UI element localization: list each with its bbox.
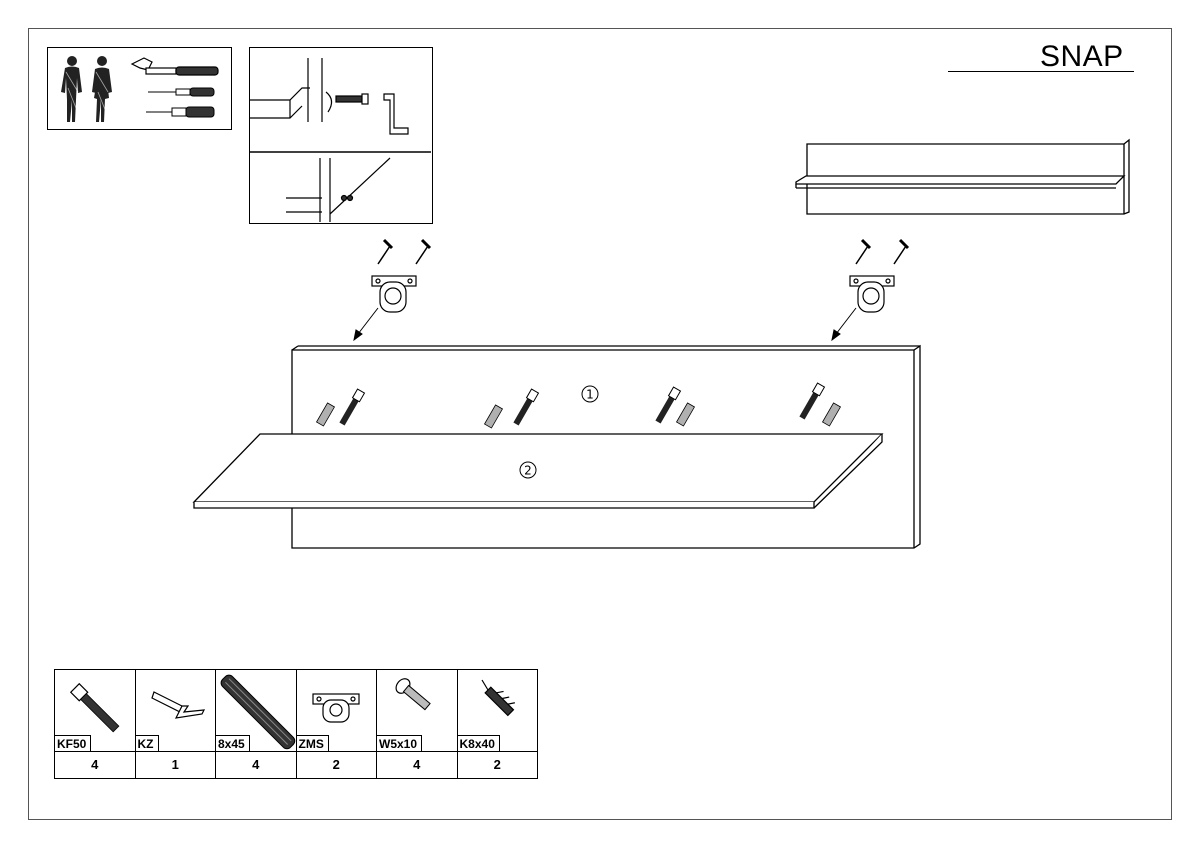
wood-screw-icon: [395, 678, 431, 711]
hanging-bracket-icon: [849, 275, 895, 313]
part-cell-w5x10: W5x10: [376, 669, 458, 752]
people-tools-icon: [61, 56, 219, 122]
part-qty: 4: [54, 750, 136, 780]
part-qty: 2: [456, 750, 538, 780]
joint-detail: [286, 157, 391, 222]
part-qty: 4: [215, 750, 297, 780]
part-code: K8x40: [457, 734, 500, 751]
part-cell-k8x40: K8x40: [456, 669, 538, 752]
part-cell-dowel: 8x45: [215, 669, 297, 752]
confirmat-screw-icon: [339, 388, 366, 426]
part-code: ZMS: [296, 734, 329, 751]
parts-quantity-row: 4 1 4 2 4 2: [54, 750, 538, 780]
wooden-dowel-icon: [220, 674, 296, 750]
part-code: W5x10: [377, 734, 423, 751]
wall-plug-icon: [480, 679, 515, 717]
confirmat-screw-icon: [69, 682, 120, 733]
hex-key-icon: [150, 691, 205, 719]
hanging-bracket-icon: [371, 275, 417, 313]
part-code: KZ: [135, 734, 159, 751]
svg-text:2: 2: [524, 464, 532, 478]
page-frame: [28, 28, 1172, 820]
left-bracket-group: [353, 238, 432, 342]
confirmat-screw-icon: [799, 382, 826, 420]
part-code: 8x45: [216, 734, 250, 751]
part-cell-zms: ZMS: [295, 669, 377, 752]
finished-shelf-preview: [795, 138, 1130, 215]
main-assembly-drawing: 1 2: [192, 344, 921, 549]
wood-screw-icon: [377, 238, 432, 265]
parts-pictures-row: KF50 KZ 8x4: [54, 669, 538, 752]
wooden-dowel-icon: [315, 402, 336, 427]
callout-2: 2: [519, 461, 537, 479]
fittings: [315, 382, 842, 429]
part-cell-kf50: KF50: [54, 669, 136, 752]
part-qty: 1: [134, 750, 216, 780]
title-underline: [948, 71, 1134, 72]
wooden-dowel-icon: [821, 402, 842, 427]
tools-people-box: [47, 47, 232, 130]
arrow-icon: [353, 307, 379, 342]
shelf-panel: [192, 433, 884, 503]
parts-list-table: KF50 KZ 8x4: [54, 669, 538, 780]
right-bracket-group: [831, 238, 910, 342]
confirmat-screw-icon: [655, 386, 682, 424]
hanging-bracket-icon: [311, 693, 360, 723]
part-qty: 4: [376, 750, 458, 780]
part-qty: 2: [295, 750, 377, 780]
svg-text:1: 1: [586, 388, 594, 402]
part-code: KF50: [55, 734, 92, 751]
arrow-icon: [831, 307, 857, 342]
wood-screw-icon: [855, 238, 910, 265]
assembly-detail-drawings: [250, 58, 431, 222]
product-title: SNAP: [1040, 40, 1124, 73]
confirmat-screw-icon: [513, 388, 540, 426]
wooden-dowel-icon: [483, 404, 504, 429]
detail-views-box: [249, 47, 433, 224]
part-cell-kz: KZ: [134, 669, 216, 752]
wooden-dowel-icon: [675, 402, 696, 427]
screw-insertion-detail: [250, 58, 409, 135]
callout-1: 1: [581, 385, 599, 403]
